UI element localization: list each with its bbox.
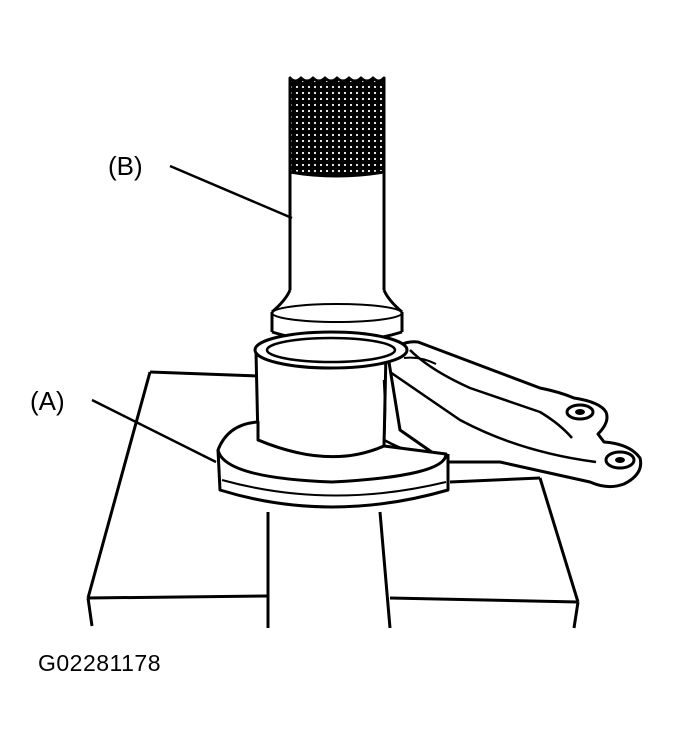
callout-a-label: (A) (30, 386, 65, 416)
shaft-b (270, 76, 404, 344)
callout-b-label: (B) (108, 151, 143, 181)
steering-knuckle (253, 330, 643, 489)
shaft-splines (288, 76, 386, 178)
collar-a (216, 420, 450, 509)
leader-lines (91, 164, 293, 464)
support-block (86, 370, 580, 629)
leader-line-a (91, 398, 217, 464)
figure-id: G02281178 (38, 650, 162, 676)
leader-line-b (169, 164, 293, 220)
